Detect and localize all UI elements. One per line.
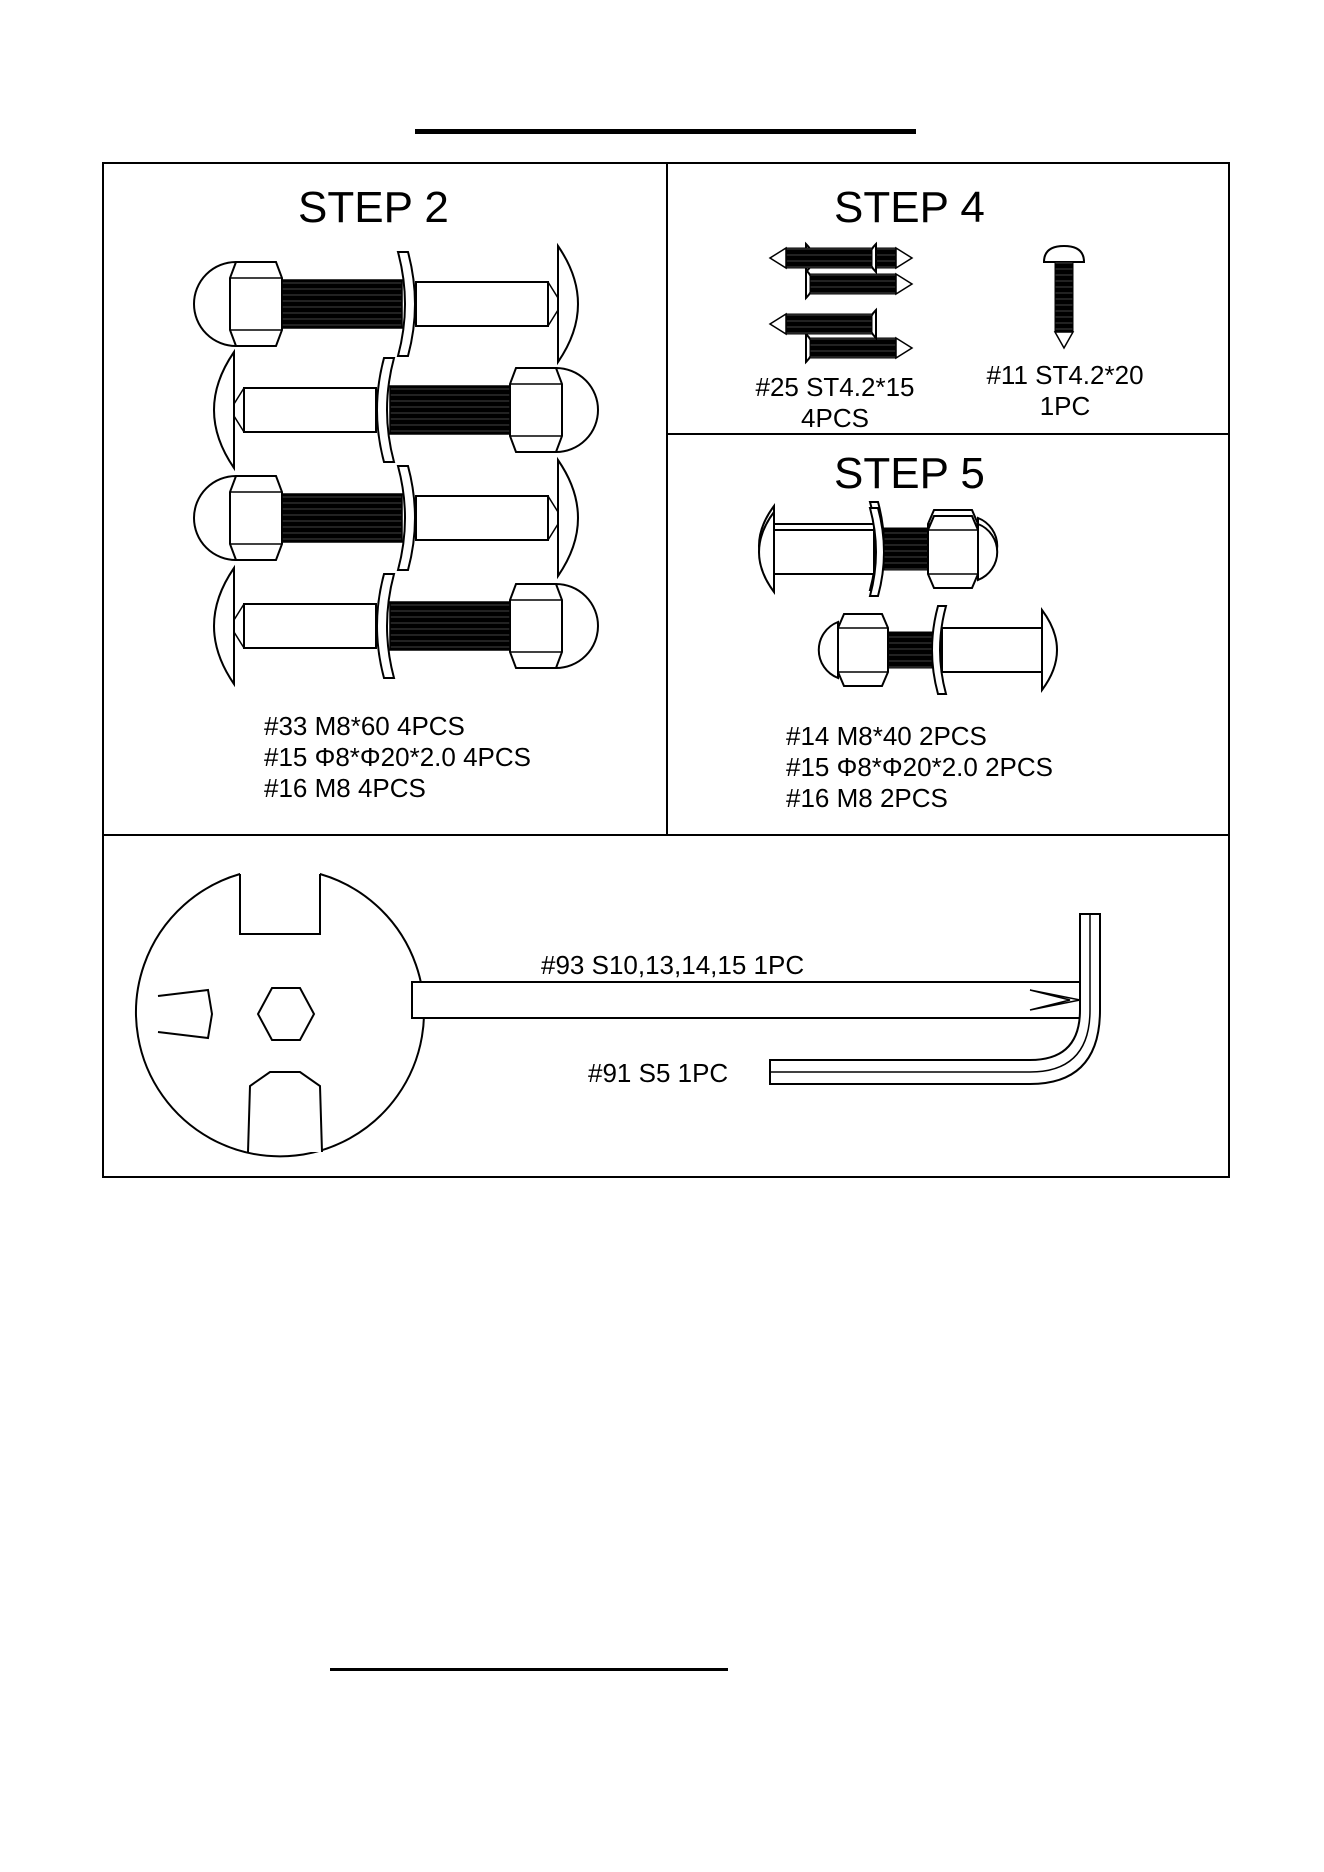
step4-right-line-1: #11 ST4.2*20 xyxy=(975,360,1155,391)
divider-vertical xyxy=(666,162,668,836)
step2-bolts-illustration xyxy=(176,244,616,664)
step4-right-label: #11 ST4.2*20 1PC xyxy=(975,360,1155,422)
step4-title: STEP 4 xyxy=(834,186,985,230)
step5-line-1: #14 M8*40 2PCS xyxy=(786,721,1053,752)
step4-long-screw-illustration xyxy=(1040,244,1090,354)
step5-title: STEP 5 xyxy=(834,452,985,496)
wrench-label: #93 S10,13,14,15 1PC xyxy=(541,950,804,981)
step4-right-line-2: 1PC xyxy=(975,391,1155,422)
step2-parts-list: #33 M8*60 4PCS #15 Φ8*Φ20*2.0 4PCS #16 M… xyxy=(264,711,531,804)
step2-line-3: #16 M8 4PCS xyxy=(264,773,531,804)
tools-illustration xyxy=(150,860,1130,1160)
step2-line-1: #33 M8*60 4PCS xyxy=(264,711,531,742)
bottom-rule xyxy=(330,1668,728,1671)
step4-left-line-2: 4PCS xyxy=(745,403,925,434)
step2-title: STEP 2 xyxy=(298,186,449,230)
step5-line-3: #16 M8 2PCS xyxy=(786,783,1053,814)
divider-tools xyxy=(102,834,1230,836)
step5-line-2: #15 Φ8*Φ20*2.0 2PCS xyxy=(786,752,1053,783)
step4-screws-illustration xyxy=(766,242,916,372)
allen-key-label: #91 S5 1PC xyxy=(588,1058,728,1089)
step2-line-2: #15 Φ8*Φ20*2.0 4PCS xyxy=(264,742,531,773)
step5-bolts-illustration xyxy=(750,502,1080,702)
step4-left-line-1: #25 ST4.2*15 xyxy=(745,372,925,403)
top-rule xyxy=(415,129,916,134)
step5-parts-list: #14 M8*40 2PCS #15 Φ8*Φ20*2.0 2PCS #16 M… xyxy=(786,721,1053,814)
step4-left-label: #25 ST4.2*15 4PCS xyxy=(745,372,925,434)
